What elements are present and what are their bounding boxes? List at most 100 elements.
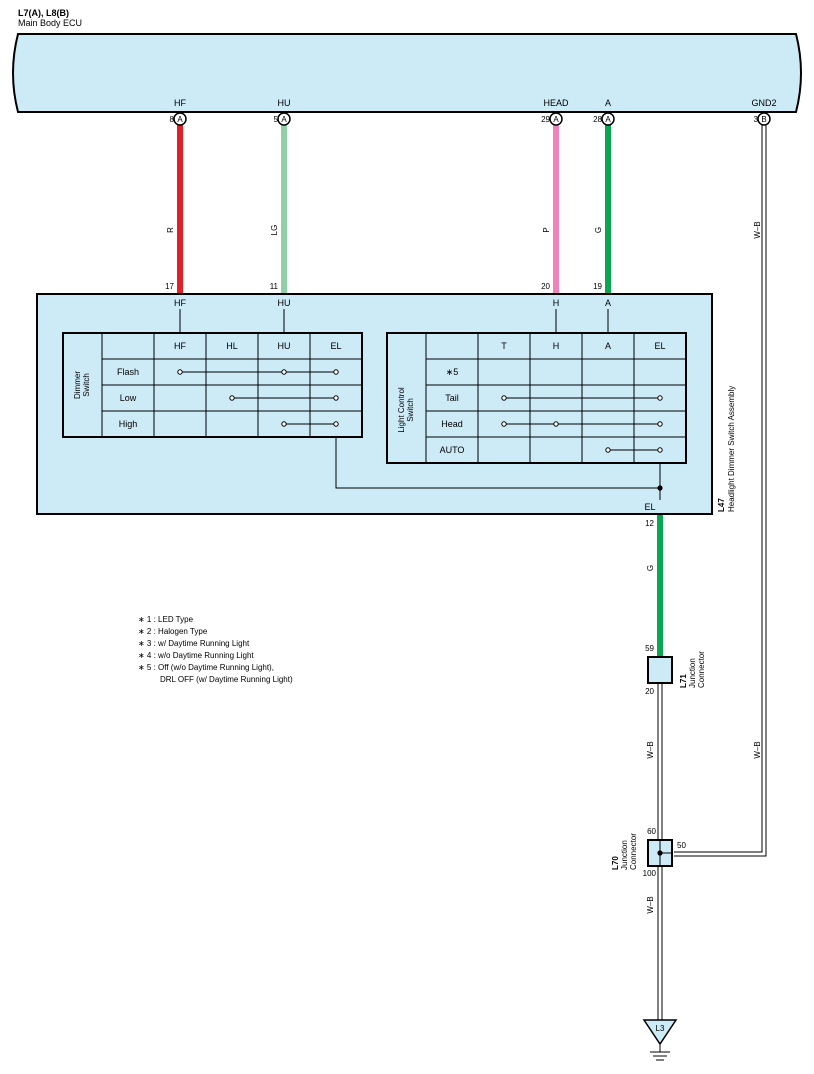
light-switch-title-1: Light Control <box>397 387 406 433</box>
wire-el <box>657 514 663 657</box>
light-row-head: Head <box>441 419 463 429</box>
ecu-pin-label-gnd2: GND2 <box>751 98 776 108</box>
light-col-h: H <box>553 341 560 351</box>
light-control-switch-table: Light Control Switch T H A EL ∗5 Tail He… <box>386 332 687 464</box>
ecu-pin-a: 28 A <box>593 112 615 126</box>
ecu-subtitle: Main Body ECU <box>18 18 82 28</box>
ecu-pin-hf: 8 A <box>170 112 187 126</box>
assy-pin-num-hf: 17 <box>165 282 174 291</box>
note-4: ∗ 4 : w/o Daytime Running Light <box>138 651 254 660</box>
light-row-auto: AUTO <box>440 445 465 455</box>
assy-pin-num-a: 19 <box>593 282 602 291</box>
ecu-pin-label-head: HEAD <box>543 98 569 108</box>
ecu-pin-label-a: A <box>605 98 611 108</box>
wire-j71-to-j70 <box>657 683 663 840</box>
l70-pin-bottom: 100 <box>643 869 657 878</box>
wire-code-el: G <box>646 565 655 571</box>
ecu-title: L7(A), L8(B) <box>18 8 69 18</box>
light-col-t: T <box>501 341 507 351</box>
l70-name-2: Connector <box>629 833 638 870</box>
ecu-pin-conn-gnd2: B <box>761 115 766 124</box>
l71-pin-top: 59 <box>645 644 654 653</box>
note-1: ∗ 1 : LED Type <box>138 615 194 624</box>
dimmer-switch-table: Dimmer Switch HF HL HU EL Flash Low High <box>62 332 363 438</box>
dimmer-switch-title-1: Dimmer <box>73 371 82 399</box>
dimmer-col-hf: HF <box>174 341 186 351</box>
el-junction-dot <box>657 485 663 491</box>
wire-head <box>553 125 559 294</box>
ecu-pin-head: 29 A <box>541 112 563 126</box>
assembly-code: L47 <box>717 498 726 512</box>
ecu-body <box>12 33 802 113</box>
light-switch-title-2: Switch <box>406 398 415 422</box>
assy-pin-label-el: EL <box>644 502 655 512</box>
dimmer-col-el: EL <box>330 341 341 351</box>
light-row-tail: Tail <box>445 393 459 403</box>
wire-code-hf: R <box>166 227 175 233</box>
ecu-pin-num-a: 28 <box>593 115 602 124</box>
ecu-pin-conn-hu: A <box>281 115 287 124</box>
light-row-off: ∗5 <box>446 367 459 377</box>
notes: ∗ 1 : LED Type ∗ 2 : Halogen Type ∗ 3 : … <box>138 615 293 684</box>
l71-name-1: Junction <box>688 658 697 688</box>
assy-pin-label-h: H <box>553 298 560 308</box>
ecu-pin-hu: 5 A <box>274 112 291 126</box>
el-common-line <box>335 437 661 500</box>
ecu-pin-num-head: 29 <box>541 115 550 124</box>
assembly-internal-lines <box>179 309 609 333</box>
wire-hf <box>177 125 183 294</box>
l70-pin-right: 50 <box>677 841 686 850</box>
wire-code-a: G <box>594 227 603 233</box>
l71-name-2: Connector <box>697 651 706 688</box>
l71-pin-bottom: 20 <box>645 687 654 696</box>
ground-l3: L3 <box>642 1019 678 1061</box>
ecu-pin-num-hf: 8 <box>170 115 175 124</box>
assy-pin-num-h: 20 <box>541 282 550 291</box>
wire-code-hu: LG <box>270 225 279 236</box>
wire-code-head: P <box>542 227 551 232</box>
assembly-name: Headlight Dimmer Switch Assembly <box>727 386 736 512</box>
light-col-a: A <box>605 341 611 351</box>
l71-code: L71 <box>679 674 688 688</box>
wire-code-gnd: W–B <box>753 221 762 238</box>
note-2: ∗ 2 : Halogen Type <box>138 627 208 636</box>
assy-pin-num-el: 12 <box>645 519 654 528</box>
assy-pin-label-hu: HU <box>278 298 291 308</box>
wire-gnd2 <box>674 125 767 857</box>
wire-hu <box>281 125 287 294</box>
dimmer-row-flash: Flash <box>117 367 139 377</box>
wire-j70-to-ground <box>657 866 663 1020</box>
ecu-pin-num-hu: 5 <box>274 115 279 124</box>
assy-pin-label-a: A <box>605 298 611 308</box>
ecu-pin-label-hf: HF <box>174 98 186 108</box>
ecu-pin-num-gnd2: 3 <box>754 115 759 124</box>
wire-a <box>605 125 611 294</box>
ground-icon <box>650 1044 670 1061</box>
ecu-pin-label-hu: HU <box>278 98 291 108</box>
ecu-pin-conn-hf: A <box>177 115 183 124</box>
l70-name-1: Junction <box>620 840 629 870</box>
light-col-el: EL <box>654 341 665 351</box>
junction-connector-l71: 59 20 L71 Junction Connector <box>645 644 706 696</box>
assy-pin-num-hu: 11 <box>270 282 279 291</box>
note-5-cont: DRL OFF (w/ Daytime Running Light) <box>160 675 293 684</box>
ground-label: L3 <box>656 1024 665 1033</box>
dimmer-row-low: Low <box>120 393 137 403</box>
note-3: ∗ 3 : w/ Daytime Running Light <box>138 639 250 648</box>
dimmer-col-hu: HU <box>278 341 291 351</box>
dimmer-col-hl: HL <box>226 341 238 351</box>
ecu-pin-conn-head: A <box>553 115 559 124</box>
note-5: ∗ 5 : Off (w/o Daytime Running Light), <box>138 663 274 672</box>
wire-code-j71-j70: W–B <box>646 741 655 758</box>
ecu-pin-conn-a: A <box>605 115 611 124</box>
l70-pin-top: 60 <box>647 827 656 836</box>
wire-code-gnd2-j70: W–B <box>753 741 762 758</box>
assy-pin-label-hf: HF <box>174 298 186 308</box>
l70-code: L70 <box>611 856 620 870</box>
wire-code-j70-ground: W–B <box>646 896 655 913</box>
dimmer-row-high: High <box>119 419 138 429</box>
junction-connector-l70: 60 50 100 L70 Junction Connector <box>611 827 686 878</box>
ecu-pin-gnd2: 3 B <box>754 112 771 126</box>
dimmer-switch-title-2: Switch <box>82 373 91 397</box>
